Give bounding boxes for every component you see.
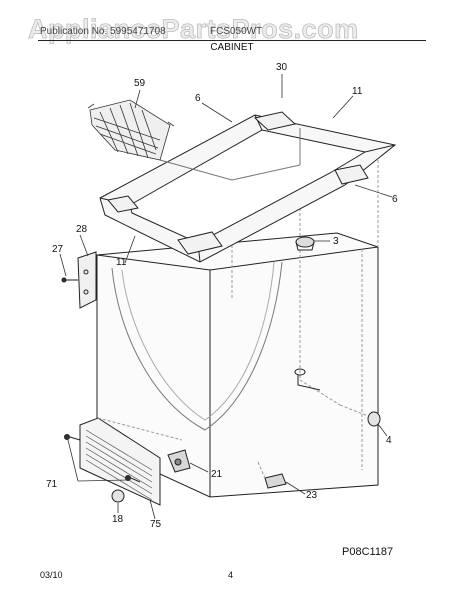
callout-23: 23 [306,490,318,501]
breaker-trim-frame [99,111,397,263]
control-box [167,449,191,473]
hinge-bracket [61,251,97,309]
exploded-view-diagram: 59 30 6 11 6 3 28 27 11 4 21 71 23 18 75 [46,62,398,530]
callout-4: 4 [386,435,392,446]
figure-code: P08C1187 [342,546,394,558]
callout-6-top: 6 [195,93,201,104]
drain-tube [294,368,381,427]
header-rule [38,40,426,41]
leader-lines [59,74,393,520]
drain-cap [295,236,315,251]
callout-75: 75 [150,519,162,530]
callout-labels: 59 30 6 11 6 3 28 27 11 4 21 71 23 18 75 [46,62,398,530]
callout-21: 21 [211,469,223,480]
basket [87,99,175,161]
callout-30: 30 [276,62,288,73]
callout-27: 27 [52,244,64,255]
callout-18: 18 [112,514,124,525]
callout-11-top: 11 [352,86,363,97]
power-cord-holder [257,461,287,489]
callout-11-left: 11 [116,257,127,268]
watermark: AppliancePartsPros.com [28,14,359,45]
section-title: CABINET [210,42,254,53]
model-number: FCS050WT [210,26,263,37]
callout-3: 3 [333,236,339,247]
front-grille [79,417,183,506]
callout-59: 59 [134,78,146,89]
footer-page-number: 4 [228,570,234,580]
callout-71: 71 [46,479,58,490]
footer-date: 03/10 [40,570,63,580]
callout-6-right: 6 [392,194,398,205]
grille-screws [64,434,141,503]
publication-number: Publication No. 5995471708 [40,26,166,37]
callout-28: 28 [76,224,88,235]
